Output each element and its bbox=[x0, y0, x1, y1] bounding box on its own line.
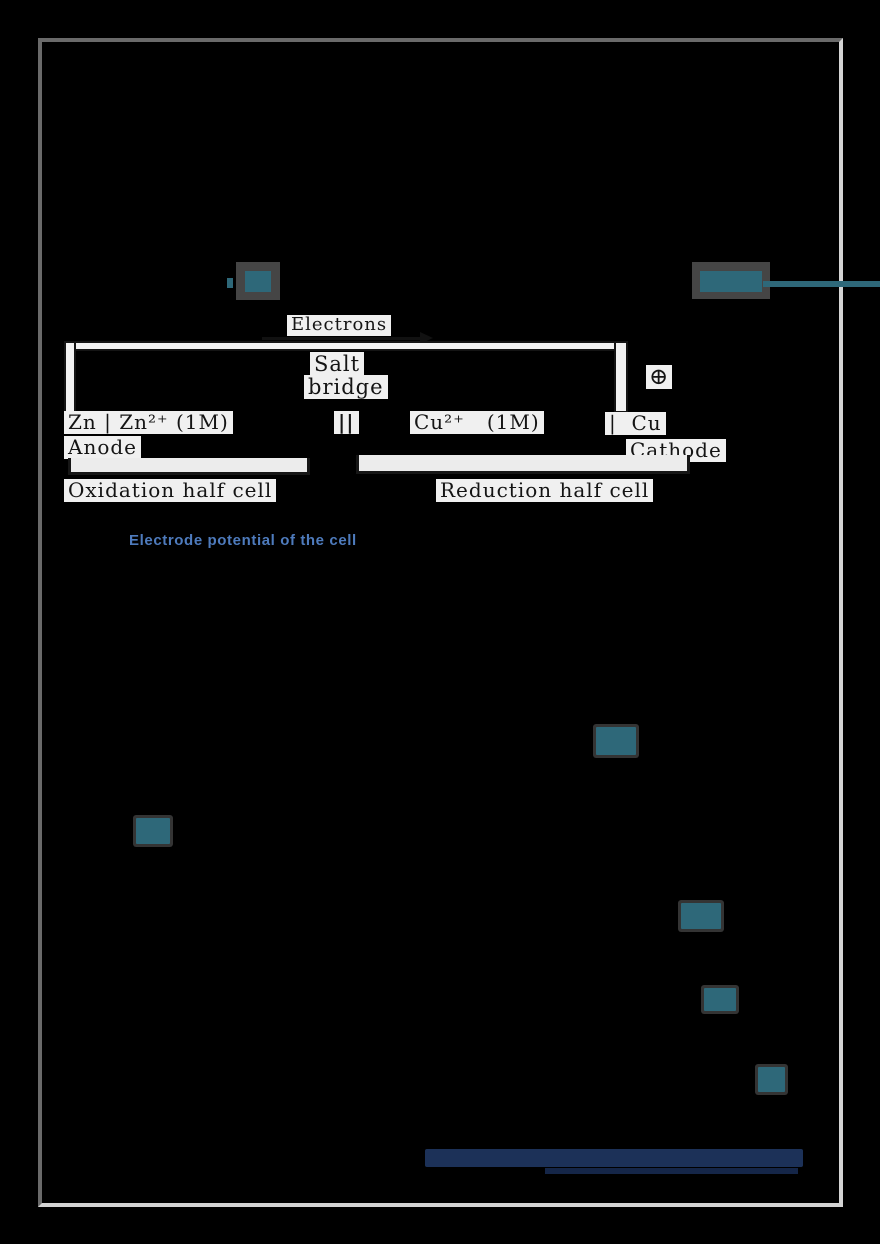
teal-highlight-badge-5 bbox=[758, 1067, 785, 1092]
salt-bridge-label-line2: bridge bbox=[304, 375, 388, 400]
teal-text-blob bbox=[245, 271, 271, 292]
oxidation-half-cell-label: Oxidation half cell bbox=[64, 479, 277, 502]
positive-terminal-symbol: ⊕ bbox=[646, 365, 673, 389]
electrons-label: Electrons bbox=[287, 315, 392, 336]
teal-highlight-badge-1 bbox=[596, 727, 636, 755]
footer-link-underline bbox=[545, 1168, 798, 1174]
footer-link-bar[interactable] bbox=[425, 1149, 803, 1167]
teal-highlight-badge-4 bbox=[704, 988, 736, 1011]
teal-text-blob bbox=[700, 271, 762, 292]
circuit-wire-right bbox=[614, 341, 628, 413]
teal-highlight-badge-3 bbox=[681, 903, 721, 929]
teal-rule-line bbox=[763, 281, 880, 287]
anode-label: Anode bbox=[64, 436, 142, 459]
oxidation-half-cell-bracket bbox=[68, 458, 310, 475]
highlighted-fragment-right bbox=[692, 262, 770, 299]
circuit-wire-top bbox=[64, 341, 628, 351]
reduction-half-cell-label: Reduction half cell bbox=[436, 479, 654, 502]
teal-tick bbox=[227, 278, 233, 288]
circuit-wire-left bbox=[64, 341, 76, 419]
anode-notation: Zn | Zn²⁺ (1M) bbox=[64, 411, 233, 434]
salt-bridge-label-line1: Salt bbox=[310, 352, 365, 377]
teal-highlight-badge-2 bbox=[136, 818, 170, 844]
page-frame bbox=[38, 38, 843, 1207]
cathode-ion-notation: Cu²⁺ (1M) bbox=[410, 411, 544, 434]
salt-bridge-separator: || bbox=[334, 411, 359, 434]
cathode-electrode-notation: | Cu bbox=[605, 412, 666, 435]
highlighted-fragment-left bbox=[236, 262, 280, 300]
section-heading: Electrode potential of the cell bbox=[129, 532, 357, 549]
electron-flow-arrow bbox=[262, 337, 420, 340]
reduction-half-cell-bracket bbox=[356, 455, 690, 474]
